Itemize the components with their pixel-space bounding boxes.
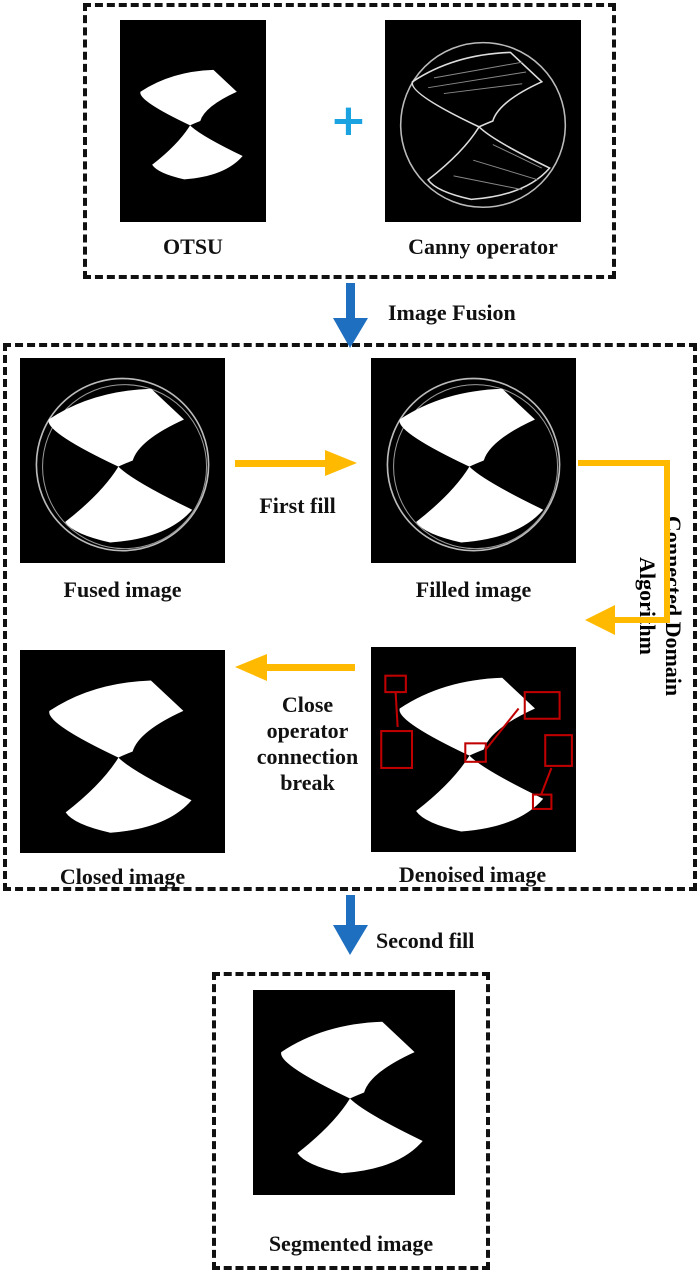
yellow-arrow-connected [578,460,670,623]
closed-label: Closed image [59,864,186,889]
close-operator-label: Close operator connection break [245,692,370,796]
yellow-arrowhead-connected [585,605,615,635]
closed-image [20,650,225,853]
output-group-box [212,972,490,1270]
input-group-box [83,3,616,279]
denoised-label: Denoised image [398,862,547,887]
segmented-image [253,990,455,1195]
second-fill-label: Second fill [376,928,475,953]
plus-icon: + [330,95,367,146]
segmented-label: Segmented image [268,1231,434,1256]
blue-arrow-second-fill [333,895,368,955]
close-line-2: operator [266,718,349,743]
fused-label: Fused image [63,577,182,602]
otsu-image [120,20,266,222]
close-line-1: Close [281,692,334,717]
yellow-arrow-close [235,654,355,681]
otsu-label: OTSU [163,234,223,259]
image-fusion-label: Image Fusion [388,300,516,325]
filled-image [371,358,576,563]
fused-image [20,358,225,563]
first-fill-label: First fill [259,493,336,518]
close-line-3: connection [256,744,359,769]
canny-image [385,20,581,222]
close-line-4: break [280,770,335,795]
filled-label: Filled image [415,577,532,602]
blue-arrow-fusion [333,283,368,348]
yellow-arrow-first-fill [235,450,357,476]
canny-label: Canny operator [408,234,558,259]
denoised-image [371,647,576,852]
